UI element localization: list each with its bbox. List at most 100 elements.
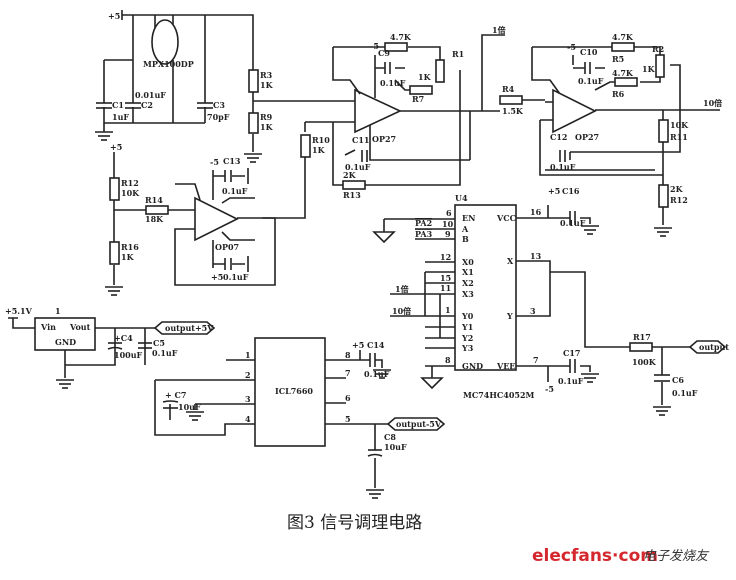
pin-number: 7	[345, 368, 351, 378]
label: 0.1uF	[364, 369, 390, 379]
label: 1uF	[112, 112, 129, 122]
pin-number: 6	[345, 393, 351, 403]
thermistor-r16	[109, 241, 120, 265]
label: C10	[580, 47, 598, 57]
label: GND	[55, 337, 76, 347]
pin-number: 8	[445, 355, 451, 365]
pin-number: 13	[530, 251, 542, 261]
regulator-ic	[34, 317, 96, 351]
output-plus5v-port: output+5V	[153, 321, 216, 335]
label: OP27	[372, 134, 396, 144]
potentiometer-r1[interactable]	[435, 59, 445, 83]
label: 4.7K	[612, 32, 634, 42]
label: -5	[210, 157, 219, 167]
resistor-r13	[342, 180, 366, 190]
label: 0.1uF	[222, 186, 248, 196]
label: R3	[260, 70, 273, 80]
pin-number: 11	[440, 283, 451, 293]
resistor-r3	[248, 69, 259, 93]
label: C16	[562, 186, 580, 196]
pin-label: EN	[462, 213, 475, 223]
pin-label: Y2	[461, 333, 473, 343]
pin-label: X	[507, 256, 514, 266]
label: 1	[55, 306, 61, 316]
label: OP07	[215, 242, 239, 252]
label: 0.1uF	[152, 348, 178, 358]
label: C9	[378, 48, 390, 58]
label: +5	[108, 11, 120, 21]
label: 4.7K	[390, 32, 412, 42]
label: C14	[367, 340, 385, 350]
label: C3	[213, 100, 225, 110]
pin-number: 6	[446, 208, 452, 218]
label: 0.01uF	[135, 90, 166, 100]
pin-label: VEE	[496, 361, 515, 371]
icl7660-section: output-5V ICL7660 1 2 3 4 8 7 6 5 + C7 1…	[154, 337, 446, 499]
resistor-r4	[499, 95, 523, 105]
label: 1K	[260, 80, 274, 90]
label: C1	[112, 100, 124, 110]
label: Vin	[40, 322, 56, 332]
label: 18K	[145, 214, 164, 224]
pin-number: 16	[530, 207, 542, 217]
ic-mc74hc4052	[454, 204, 517, 371]
label: 1倍	[395, 284, 409, 294]
opamp-op27-2	[552, 88, 597, 134]
label: -5	[370, 41, 379, 51]
label: R11	[670, 132, 688, 142]
label: C17	[563, 348, 581, 358]
pin-number: 7	[533, 355, 539, 365]
label: OP27	[575, 132, 599, 142]
op27-stage-1: 1K 4.7K C9 -5 0.1uF R1 1K R7 OP27 C11 0.…	[262, 32, 470, 219]
pin-label: A	[461, 224, 469, 234]
label: C12	[550, 132, 568, 142]
pressure-sensor	[151, 19, 179, 65]
label: 10倍	[703, 98, 722, 108]
label: R6	[612, 89, 625, 99]
output-minus5v-port: output-5V	[386, 417, 446, 431]
label: MC74HC4052M	[463, 390, 535, 400]
label: R1	[452, 49, 464, 59]
potentiometer-r2[interactable]	[655, 54, 665, 78]
label: -5	[545, 384, 554, 394]
pin-number: 15	[440, 273, 451, 283]
pin-number: 4	[245, 414, 251, 424]
label: 70pF	[207, 112, 230, 122]
label: 1K	[418, 72, 432, 82]
regulator-section: output+5V +5.1V 1 Vin Vout GND +C4 100uF…	[5, 306, 216, 389]
label: 100K	[632, 357, 657, 367]
pin-label: VCC	[496, 213, 516, 223]
pin-number: 3	[245, 394, 251, 404]
label: 0.1uF	[558, 376, 584, 386]
resistor-r10	[300, 134, 311, 158]
label: -5	[567, 42, 576, 52]
pin-label: Y0	[461, 311, 474, 321]
label: R12	[670, 195, 688, 205]
pin-number: 2	[245, 370, 251, 380]
label: PA2	[415, 218, 432, 228]
label: C2	[141, 100, 153, 110]
label: +5	[548, 186, 560, 196]
resistor-r14	[145, 205, 169, 215]
label: 10K	[121, 188, 140, 198]
label: R7	[412, 94, 424, 104]
pin-number: 1	[445, 305, 451, 315]
label: 0.1uF	[672, 388, 698, 398]
label: R5	[612, 54, 624, 64]
opamp-op07	[194, 196, 239, 242]
label: 1.5K	[502, 106, 524, 116]
pin-number: 1	[245, 350, 251, 360]
label: output-5V	[396, 419, 442, 429]
op07-stage: +5 R12 10K R14 18K R16 1K C13 -5 0.1uF O…	[104, 142, 276, 296]
figure-caption: 图3 信号调理电路	[287, 513, 422, 533]
ic-icl7660	[254, 337, 326, 447]
resistor-r11	[658, 119, 669, 143]
label: R10	[312, 135, 330, 145]
label: 0.1uF	[380, 78, 406, 88]
label: C8	[384, 432, 396, 442]
label: C6	[672, 375, 684, 385]
label: PA3	[415, 229, 433, 239]
pin-number: 5	[345, 414, 351, 424]
label: 2K	[670, 184, 684, 194]
